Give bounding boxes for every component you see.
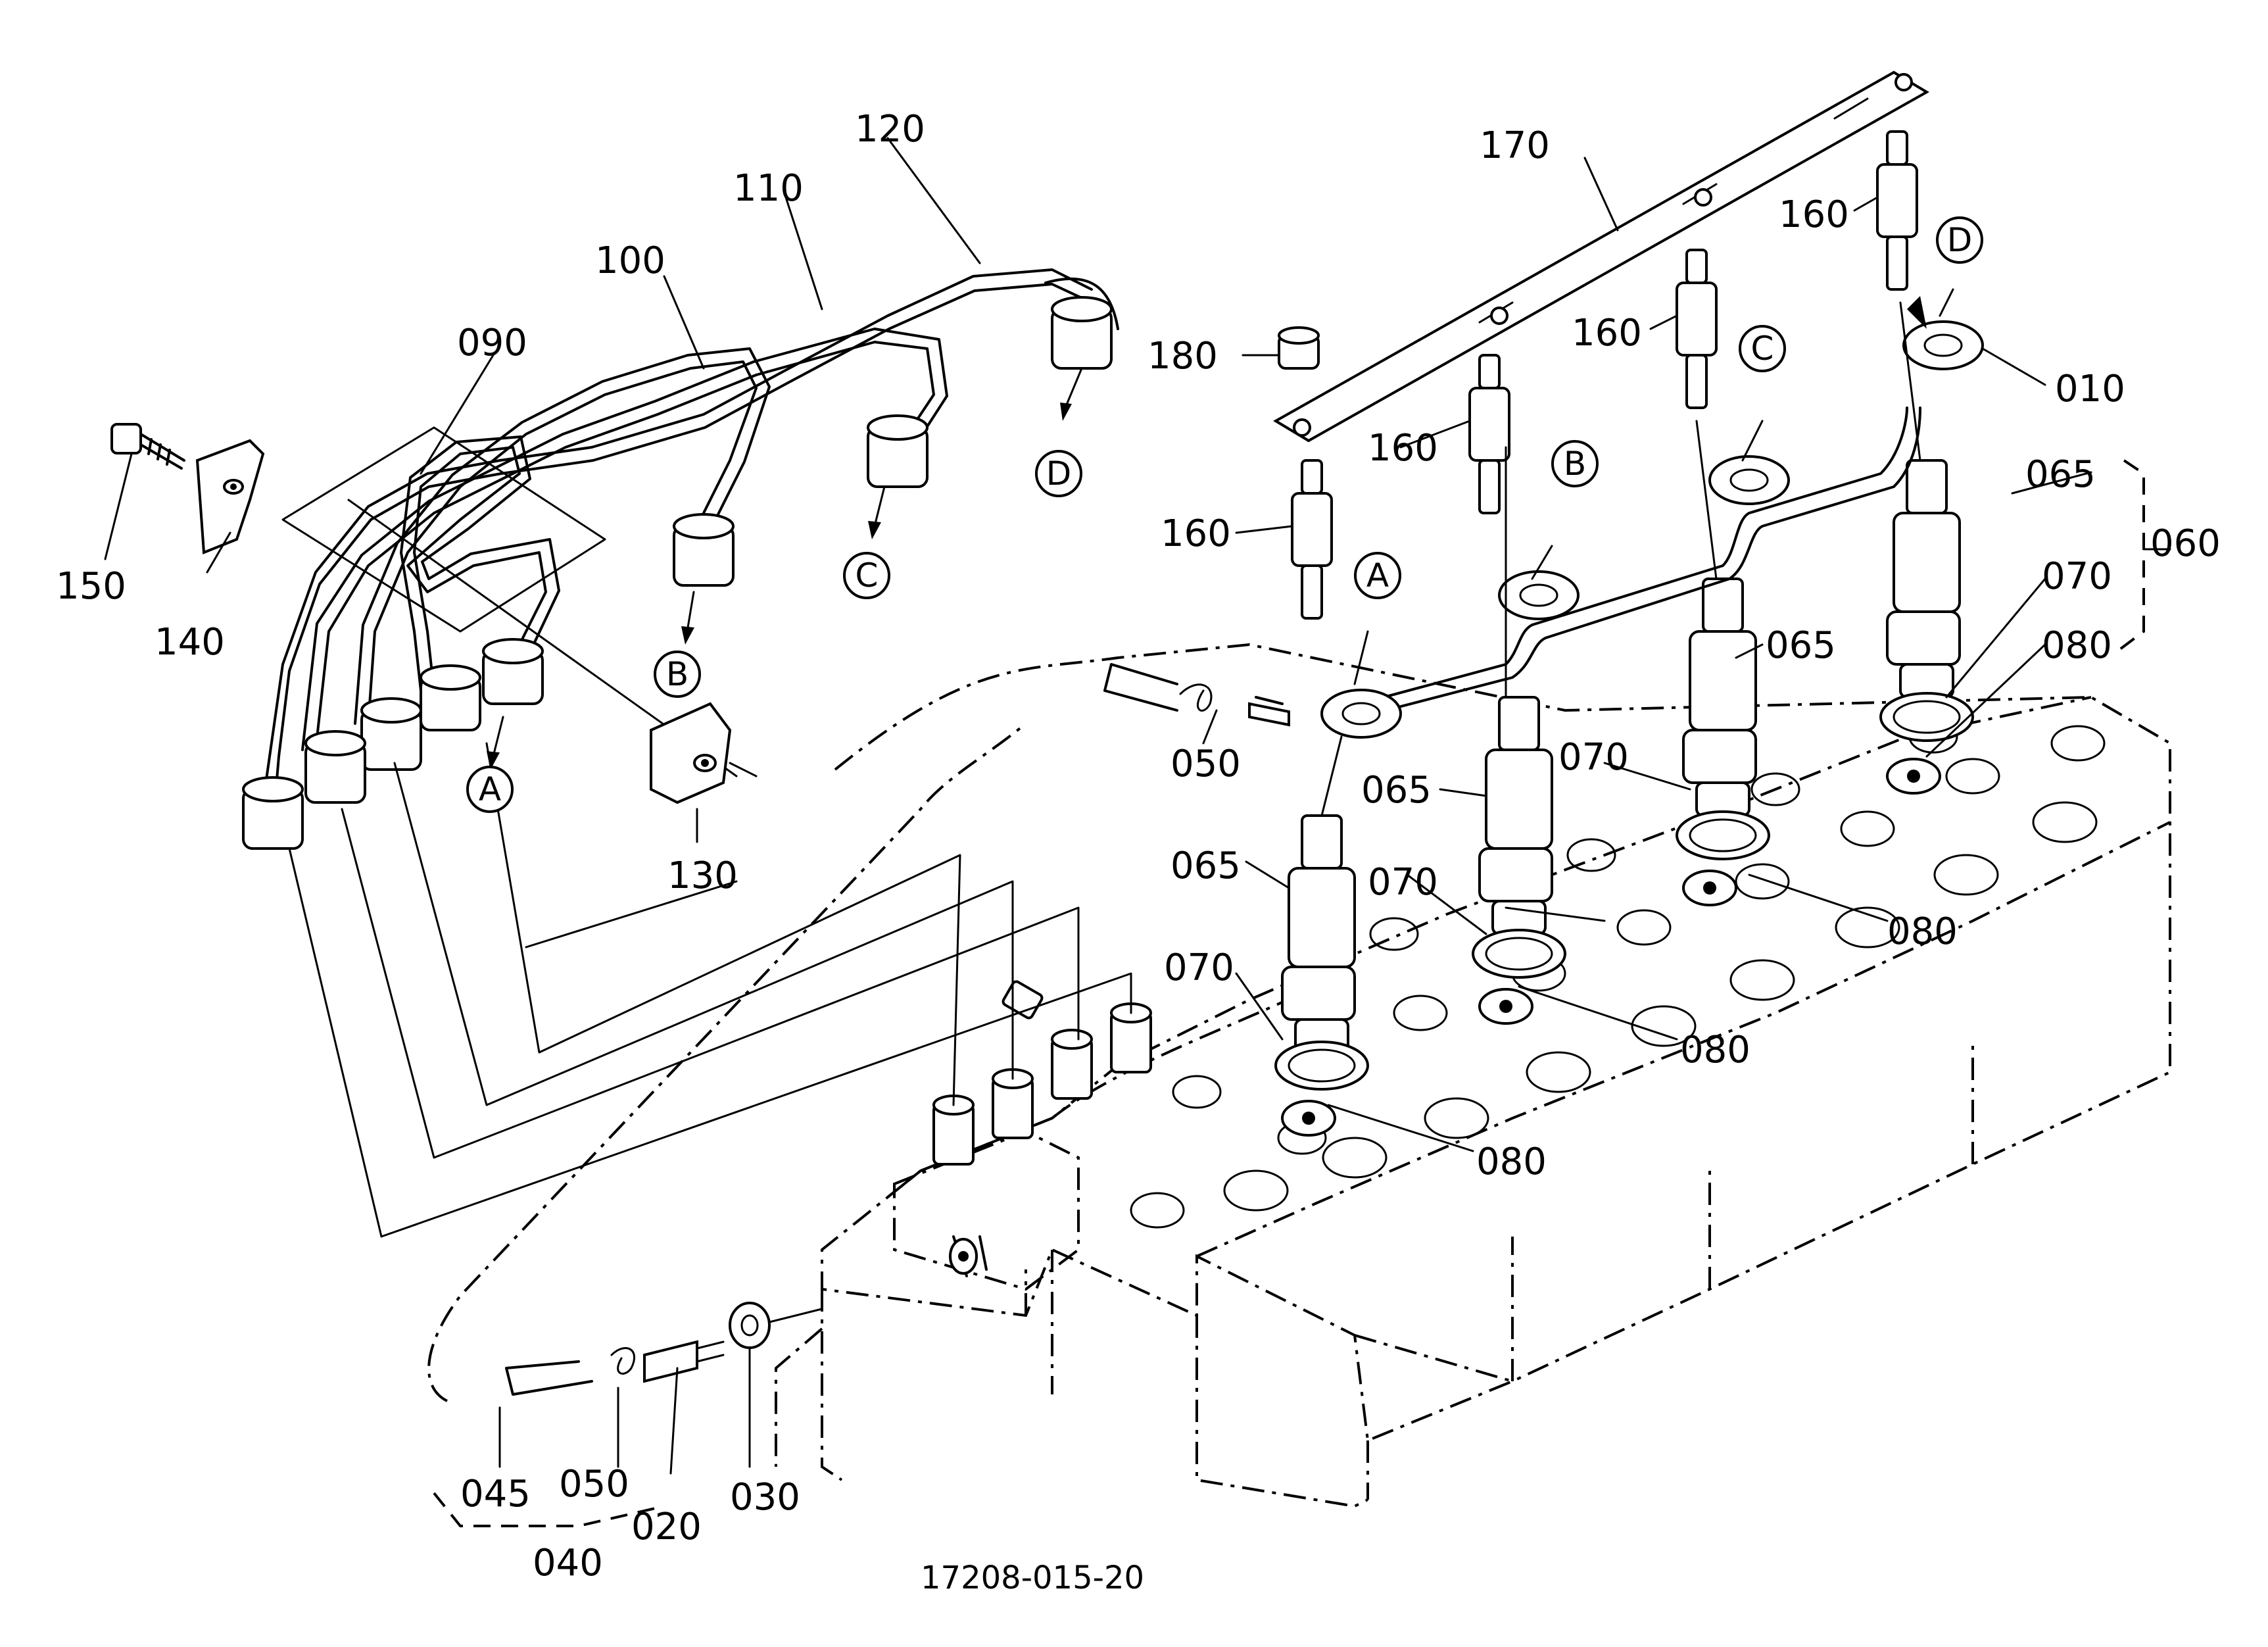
callout-160-a: 160 — [1161, 512, 1231, 555]
callout-140: 140 — [155, 621, 225, 664]
callout-065-a: 065 — [1170, 845, 1241, 887]
injection-pump — [886, 980, 1152, 1291]
callout-170: 170 — [1480, 124, 1550, 167]
callout-080-c: 080 — [1887, 910, 1958, 953]
pipe-union-nuts — [242, 296, 1113, 850]
callout-045: 045 — [460, 1473, 531, 1515]
marker-left-B-text: B — [666, 655, 688, 693]
callout-labels: 120 110 100 090 150 140 130 170 180 160 … — [56, 108, 2221, 1585]
bolt-150 — [110, 423, 185, 470]
callout-150: 150 — [56, 565, 126, 608]
glow-plug-3 — [1676, 249, 1718, 409]
callout-180: 180 — [1147, 335, 1218, 378]
marker-right-C-text: C — [1751, 330, 1774, 368]
nozzle-holders — [1274, 459, 1974, 1137]
pipe-routing-lines — [288, 742, 1132, 1238]
nozzle-holder-c — [1676, 578, 1770, 906]
callout-050-top: 050 — [1170, 743, 1241, 785]
marker-left-D-text: D — [1046, 455, 1072, 493]
glow-plug-2 — [1468, 354, 1510, 514]
marker-right-D-text: D — [1947, 221, 1973, 259]
nozzle-holder-a — [1274, 814, 1369, 1137]
callout-120: 120 — [855, 108, 925, 151]
callout-070-b: 070 — [1368, 861, 1438, 904]
callout-160-d: 160 — [1779, 193, 1849, 236]
callout-080-a: 080 — [1476, 1141, 1547, 1183]
callout-130: 130 — [667, 854, 738, 897]
marker-right-A: A — [1354, 552, 1401, 599]
marker-left-B: B — [654, 651, 701, 698]
nozzle-holder-d — [1879, 459, 1974, 795]
callout-110: 110 — [733, 167, 804, 210]
head-bolt-holes — [1130, 720, 2106, 1229]
glow-plug-lead-170 — [1273, 70, 1929, 443]
cylinder-head-outline — [775, 643, 2171, 1508]
nut-180 — [1278, 326, 1320, 370]
pipe-clamp-140 — [195, 439, 265, 554]
callout-070-d: 070 — [2042, 555, 2112, 598]
glow-plug-4 — [1876, 130, 1918, 291]
callout-040: 040 — [533, 1542, 603, 1585]
marker-right-B: B — [1551, 440, 1599, 487]
marker-left-A: A — [466, 766, 514, 813]
callout-065-c: 065 — [1766, 624, 1836, 667]
callout-020: 020 — [631, 1506, 702, 1548]
marker-left-C-text: C — [856, 556, 879, 595]
marker-left-A-text: A — [479, 770, 501, 808]
callout-080-b: 080 — [1680, 1029, 1750, 1071]
pipe-clamp-130 — [650, 702, 758, 804]
marker-right-C: C — [1739, 325, 1786, 372]
glow-plugs — [1291, 130, 1918, 620]
callout-065-d: 065 — [2025, 453, 2096, 496]
callout-050-bottom: 050 — [559, 1463, 629, 1506]
callout-065-b: 065 — [1361, 769, 1432, 812]
marker-left-C: C — [843, 552, 890, 599]
nozzle-holder-b — [1472, 696, 1566, 1025]
callout-030: 030 — [730, 1476, 800, 1519]
callout-070-a: 070 — [1164, 946, 1234, 989]
callout-010: 010 — [2055, 368, 2125, 410]
callout-160-b: 160 — [1368, 427, 1438, 470]
callout-080-d: 080 — [2042, 624, 2112, 667]
callout-090: 090 — [457, 322, 527, 364]
leader-lines — [104, 137, 2171, 1527]
callout-100: 100 — [595, 239, 665, 282]
injection-pipes — [262, 268, 1119, 804]
diagram-reference-number: 17208-015-20 — [921, 1560, 1144, 1596]
callout-160-c: 160 — [1572, 312, 1642, 355]
callout-060: 060 — [2150, 522, 2221, 565]
marker-right-B-text: B — [1564, 445, 1586, 483]
overflow-pipe-assembly — [427, 663, 1290, 1402]
callout-070-c: 070 — [1558, 736, 1629, 779]
marker-right-D: D — [1936, 216, 1983, 264]
glow-plug-1 — [1291, 459, 1333, 620]
marker-right-A-text: A — [1366, 556, 1389, 595]
delivery-valve-holders — [932, 980, 1152, 1166]
overflow-pipe-010 — [1320, 301, 1984, 817]
marker-left-D: D — [1035, 450, 1082, 497]
